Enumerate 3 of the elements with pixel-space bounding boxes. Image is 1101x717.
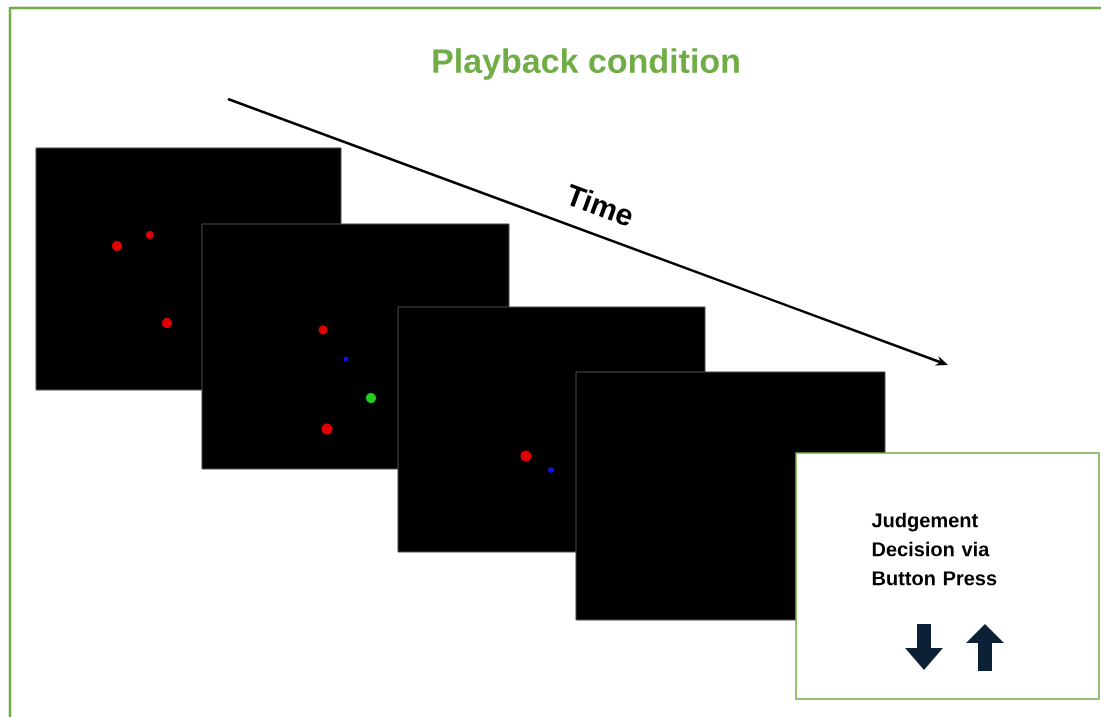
response-box: Judgement Decision via Button Press [795, 452, 1100, 700]
axis-label: Time [570, 183, 632, 226]
title: Playback condition [433, 48, 739, 80]
